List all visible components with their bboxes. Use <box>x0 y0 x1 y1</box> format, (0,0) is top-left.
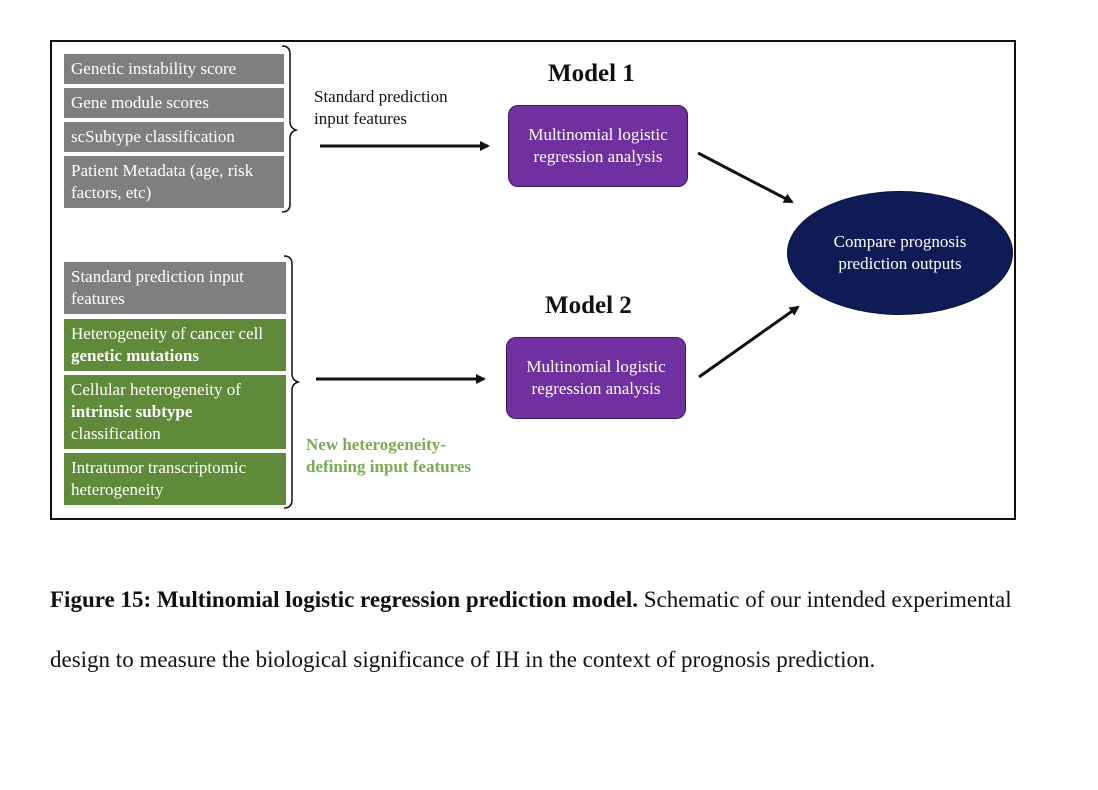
m2-input-genetic-mutations: Heterogeneity of cancer cell genetic mut… <box>64 319 286 371</box>
caption-text: Schematic of our intended experimental d… <box>50 587 1012 672</box>
m2-output-arrow <box>698 305 800 379</box>
figure-caption: Figure 15: Multinomial logistic regressi… <box>50 570 1040 690</box>
caption-title: Figure 15: Multinomial logistic regressi… <box>50 587 638 612</box>
m2-analysis-box: Multinomial logistic regression analysis <box>506 337 686 419</box>
m1-input-genetic-instability: Genetic instability score <box>64 54 284 84</box>
m1-input-patient-metadata: Patient Metadata (age, risk factors, etc… <box>64 156 284 208</box>
compare-outputs-ellipse: Compare prognosis prediction outputs <box>787 191 1013 315</box>
model1-title: Model 1 <box>548 60 635 87</box>
model2-title: Model 2 <box>545 292 632 319</box>
m1-output-arrow <box>697 151 794 204</box>
m1-input-gene-module: Gene module scores <box>64 88 284 118</box>
m1-input-scsubtype: scSubtype classification <box>64 122 284 152</box>
m2-features-label: New heterogeneity-defining input feature… <box>306 435 471 476</box>
m2-input-transcriptomic: Intratumor transcriptomic heterogeneity <box>64 453 286 505</box>
m1-features-label: Standard prediction input features <box>314 87 448 128</box>
m1-analysis-box: Multinomial logistic regression analysis <box>508 105 688 187</box>
m2-input-intrinsic-subtype: Cellular heterogeneity of intrinsic subt… <box>64 375 286 449</box>
m2-input-standard-features: Standard prediction input features <box>64 262 286 314</box>
m1-bracket <box>281 45 299 213</box>
m2-bracket <box>283 255 301 509</box>
